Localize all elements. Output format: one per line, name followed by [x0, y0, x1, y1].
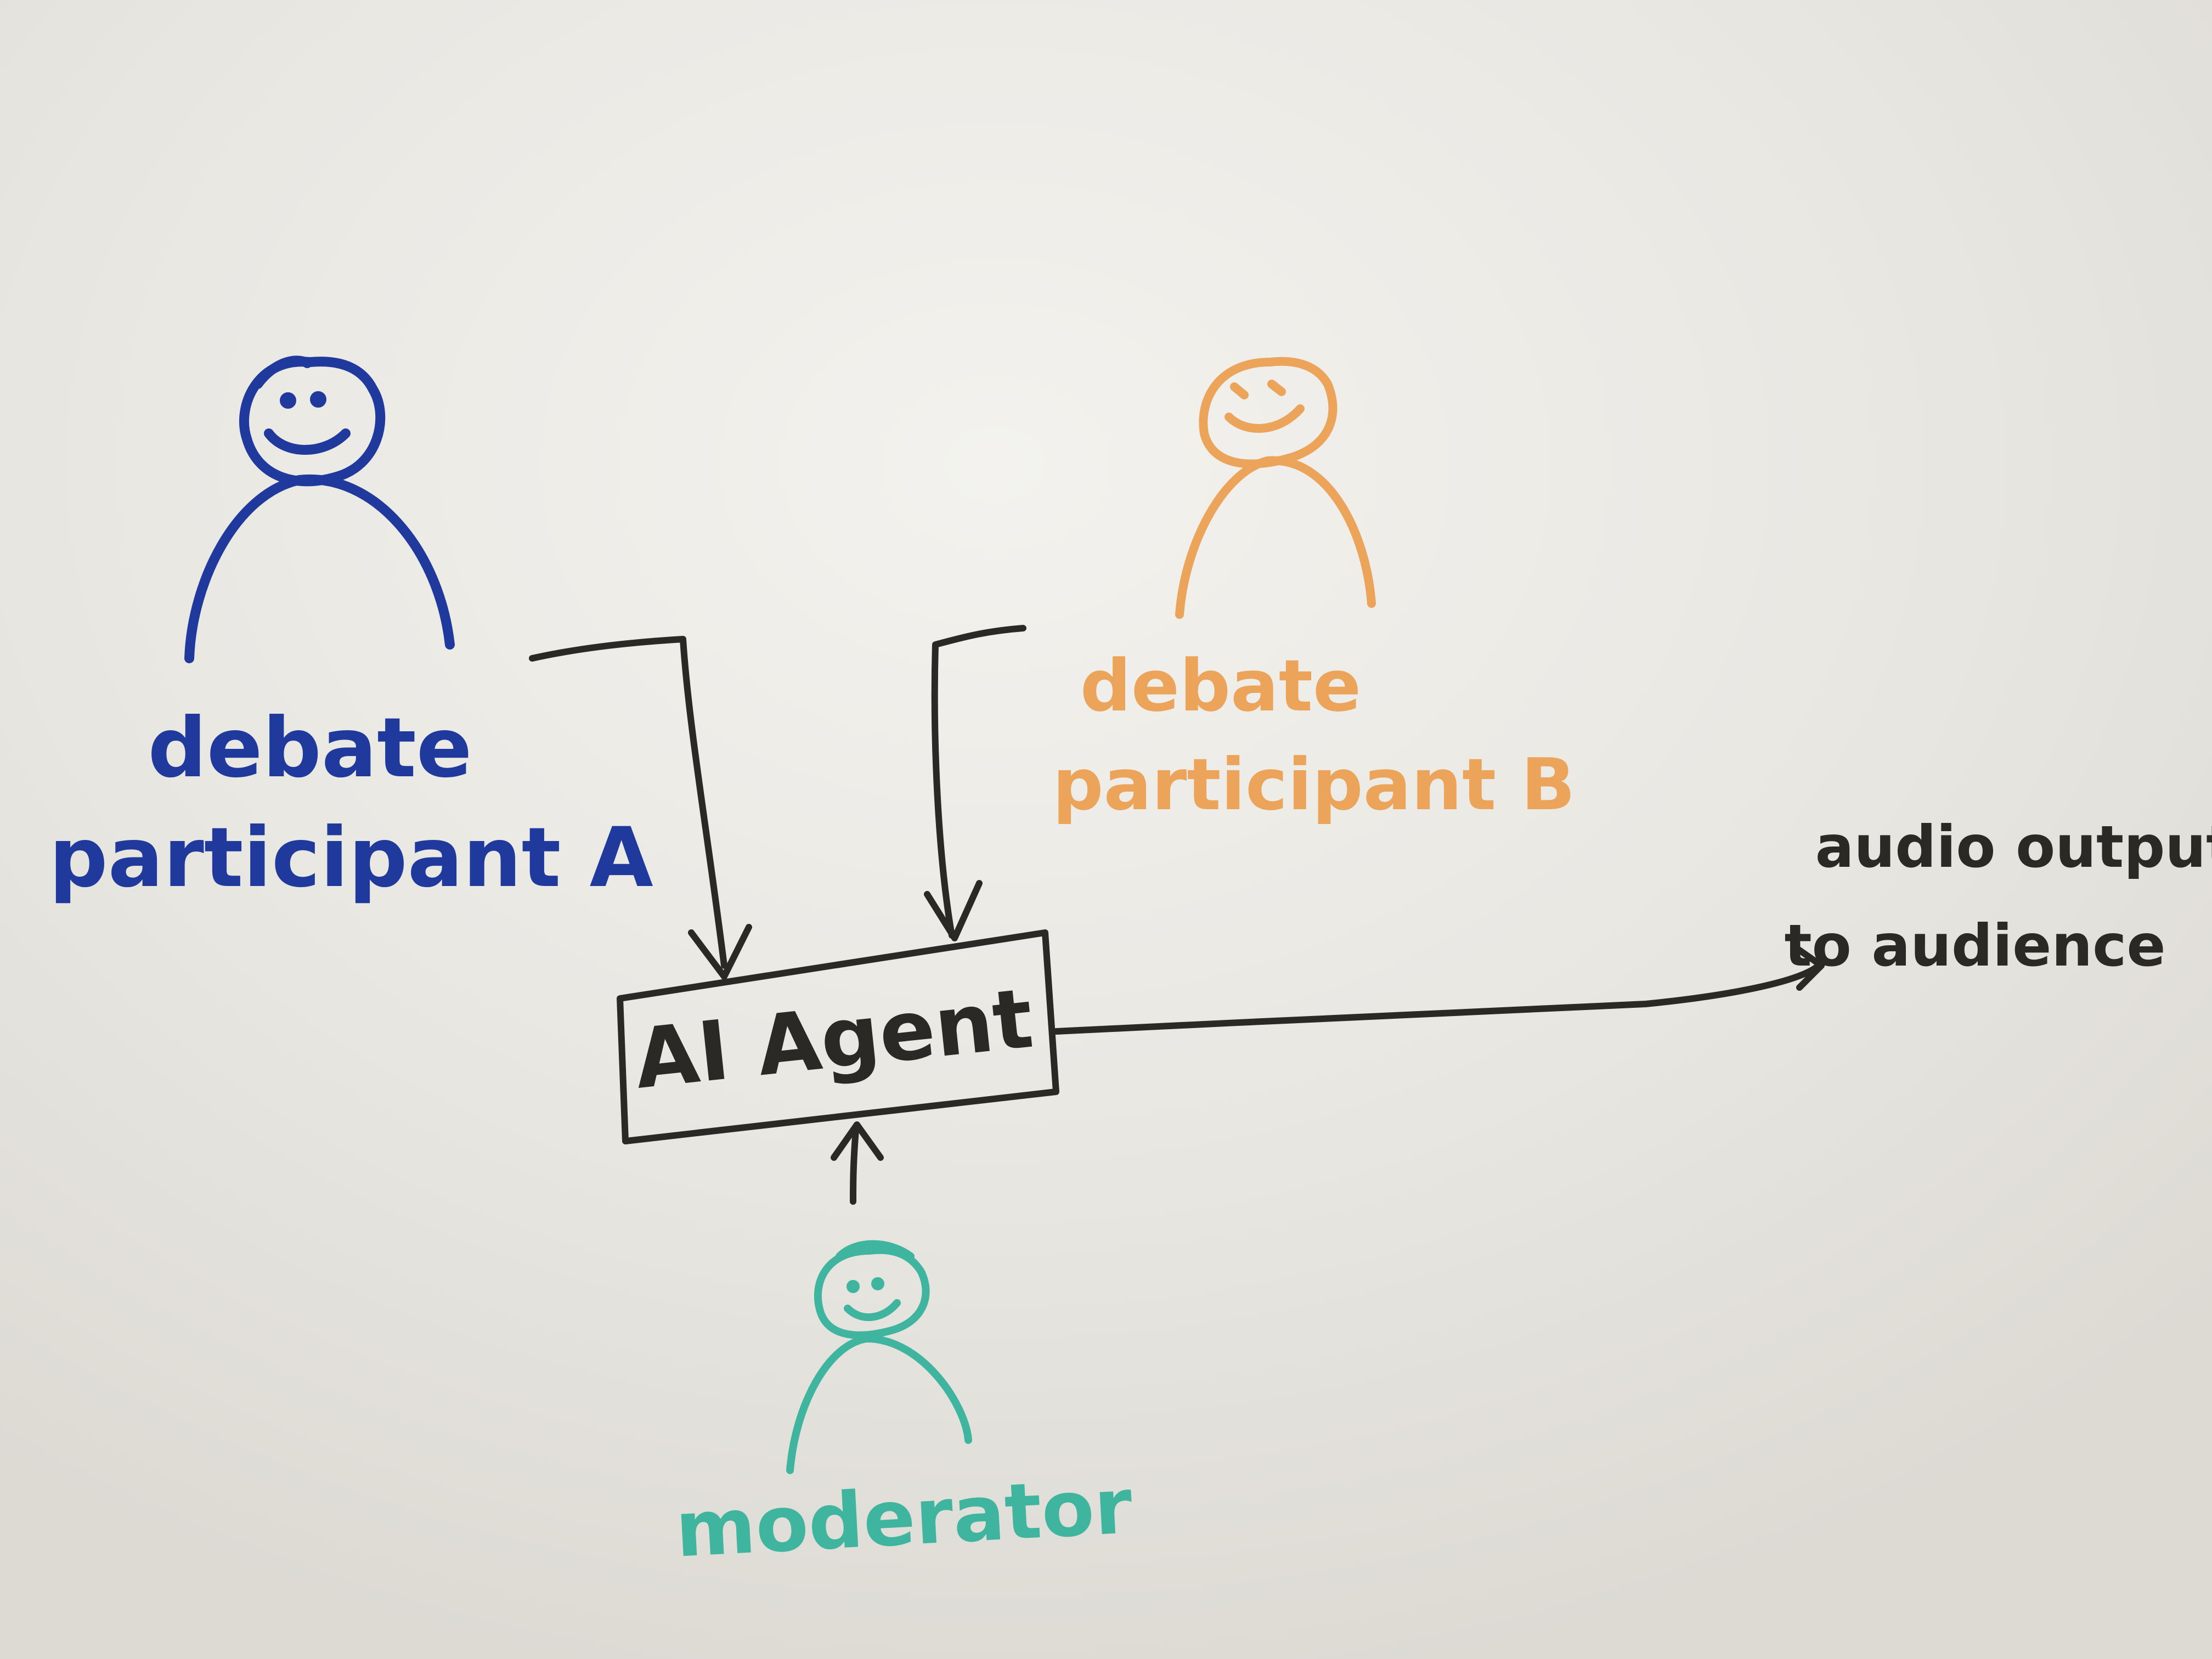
participant-b-label-line2: participant B — [1052, 743, 1575, 826]
arrow-participant-a-to-agent — [529, 636, 752, 980]
participant-a-label-line2: participant A — [49, 810, 653, 906]
moderator-eye-right — [871, 1277, 884, 1290]
moderator-figure — [786, 1240, 972, 1474]
moderator-hair — [836, 1240, 915, 1260]
arrow-output-head — [1791, 943, 1825, 991]
moderator-eye-left — [847, 1280, 860, 1293]
participant-b-body — [1175, 456, 1376, 619]
participant-a-figure — [184, 356, 455, 663]
arrow-moderator-to-agent — [831, 1121, 884, 1205]
arrow-moderator-head — [831, 1121, 884, 1161]
arrow-a-head — [688, 924, 752, 980]
participant-b-eye-left — [1230, 382, 1249, 399]
participant-a-smile — [264, 428, 351, 455]
participant-a-eye-left — [280, 392, 296, 409]
agent-box — [617, 929, 1059, 1144]
moderator-smile — [844, 1299, 901, 1321]
moderator-body — [786, 1335, 972, 1474]
output-label-line1: audio output — [1815, 814, 2212, 881]
arrow-b-head — [924, 880, 983, 941]
participant-a-body — [184, 474, 455, 663]
participant-a-eye-right — [310, 391, 326, 408]
participant-a-label-line1: debate — [148, 701, 472, 796]
participant-b-figure — [1175, 357, 1376, 619]
arrow-participant-b-to-agent — [924, 625, 1026, 941]
output-label-line2: to audience — [1784, 912, 2165, 979]
participant-a-hair — [253, 356, 312, 389]
participant-b-label-line1: debate — [1080, 644, 1361, 727]
participant-b-smile — [1224, 404, 1305, 433]
arrow-agent-to-output — [1053, 943, 1825, 1035]
participant-b-eye-right — [1267, 380, 1286, 396]
moderator-head — [814, 1246, 930, 1339]
